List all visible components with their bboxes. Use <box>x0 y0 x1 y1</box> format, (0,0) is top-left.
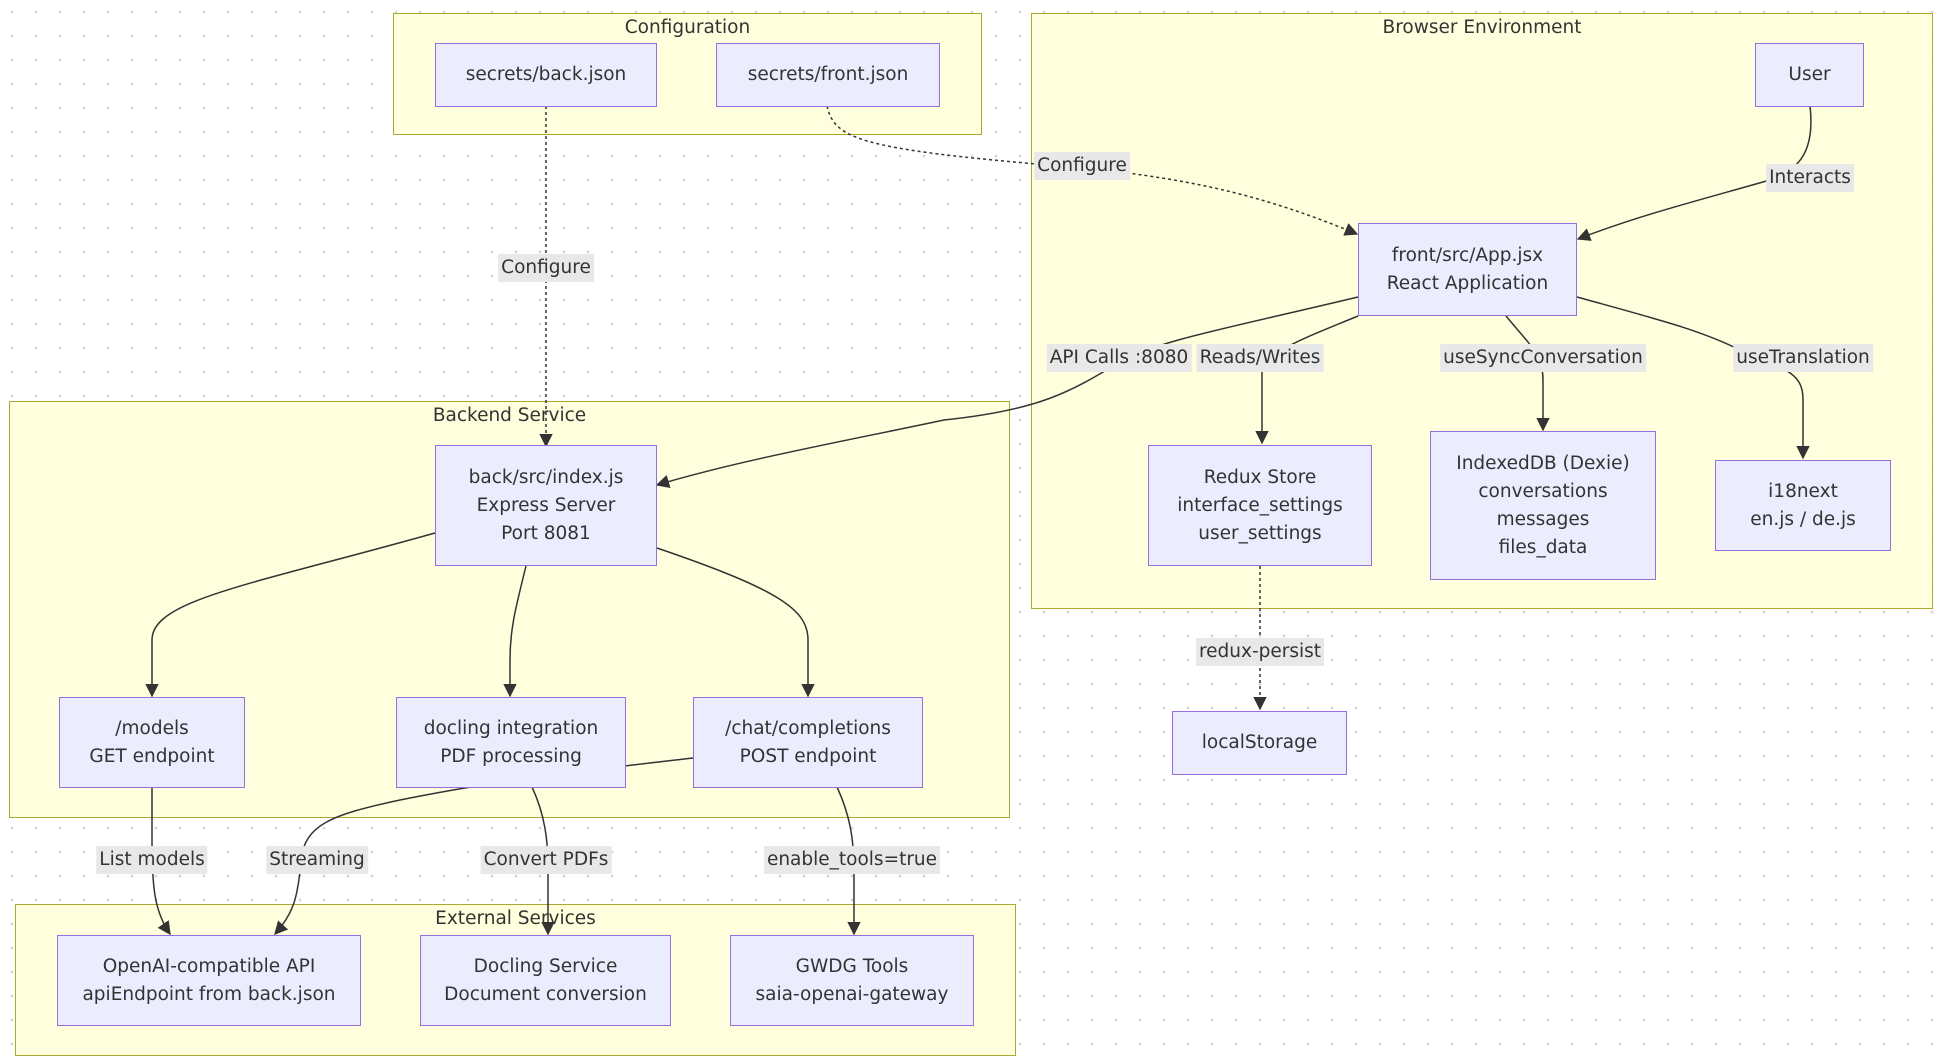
edge-to-chat <box>656 547 815 698</box>
node-label-line: localStorage <box>1201 732 1318 753</box>
edge-label-use-sync: useSyncConversation <box>1440 344 1646 372</box>
node-label-line: back/src/index.js <box>468 466 624 488</box>
node-label-line: OpenAI-compatible API <box>102 955 316 977</box>
node-label-line: apiEndpoint from back.json <box>82 983 336 1005</box>
node-redux-store[interactable]: Redux Store interface_settings user_settin… <box>1148 445 1372 566</box>
node-label-line: user_settings <box>1198 522 1322 544</box>
node-label-line: Document conversion <box>444 983 647 1005</box>
edge-label-redux-persist: redux-persist <box>1195 638 1325 666</box>
edge-label-interacts: Interacts <box>1766 164 1854 192</box>
node-label-line: PDF processing <box>440 745 582 767</box>
node-label-line: Express Server <box>476 494 616 516</box>
edge-use-sync <box>1505 315 1550 432</box>
node-label-line: /chat/completions <box>725 717 891 739</box>
node-label-line: i18next <box>1768 480 1838 502</box>
node-label-line: /models <box>115 717 189 739</box>
group-title: Browser Environment <box>1382 17 1582 38</box>
node-user[interactable]: User <box>1755 43 1864 107</box>
node-label-line: POST endpoint <box>739 745 877 767</box>
edge-list-models <box>151 787 171 936</box>
node-label-line: GWDG Tools <box>795 955 909 977</box>
group-title: External Services <box>435 908 596 929</box>
edge-interacts <box>1576 105 1812 241</box>
edge-to-models <box>145 532 436 698</box>
node-label-line: React Application <box>1386 272 1549 294</box>
node-label-line: Port 8081 <box>501 522 591 544</box>
node-label-line: saia-openai-gateway <box>755 983 949 1005</box>
node-label-line: messages <box>1496 508 1590 530</box>
node-label-line: en.js / de.js <box>1750 508 1856 530</box>
edge-to-docling <box>503 565 527 698</box>
edge-label-reads-writes: Reads/Writes <box>1196 344 1324 372</box>
edge-label-convert-pdfs: Convert PDFs <box>480 846 612 874</box>
node-gwdg-tools[interactable]: GWDG Tools saia-openai-gateway <box>730 935 974 1026</box>
node-label-line: IndexedDB (Dexie) <box>1456 452 1630 474</box>
edge-reads-writes <box>1255 315 1359 445</box>
edge-api-calls <box>655 296 1359 488</box>
edge-label-streaming: Streaming <box>266 846 368 874</box>
node-label-line: User <box>1788 64 1831 85</box>
node-label-line: docling integration <box>423 717 599 739</box>
node-label-line: conversations <box>1478 480 1608 502</box>
node-label-line: Redux Store <box>1203 466 1317 488</box>
node-label-line: interface_settings <box>1177 494 1343 516</box>
node-secrets-back[interactable]: secrets/back.json <box>435 43 657 107</box>
edge-label-enable-tools: enable_tools=true <box>763 846 941 874</box>
edge-label-list-models: List models <box>96 846 208 874</box>
edge-label-configure-back: Configure <box>498 254 594 282</box>
node-indexeddb[interactable]: IndexedDB (Dexie) conversations messages fi… <box>1430 431 1656 580</box>
node-label-line: secrets/back.json <box>465 64 627 85</box>
node-label-line: files_data <box>1498 536 1588 558</box>
group-title: Configuration <box>624 17 751 38</box>
edge-label-api-calls: API Calls :8080 <box>1046 344 1192 372</box>
edge-label-configure-front: Configure <box>1034 152 1130 180</box>
node-label-line: Docling Service <box>473 955 618 977</box>
node-i18next[interactable]: i18next en.js / de.js <box>1715 460 1891 551</box>
node-localstorage[interactable]: localStorage <box>1172 711 1347 775</box>
edge-label-use-translation: useTranslation <box>1733 344 1873 372</box>
node-openai-api[interactable]: OpenAI-compatible API apiEndpoint from ba… <box>57 935 361 1026</box>
node-label-line: secrets/front.json <box>747 64 909 85</box>
node-secrets-front[interactable]: secrets/front.json <box>716 43 940 107</box>
node-label-line: front/src/App.jsx <box>1391 244 1544 266</box>
node-label-line: GET endpoint <box>89 745 215 767</box>
group-title: Backend Service <box>432 405 587 426</box>
